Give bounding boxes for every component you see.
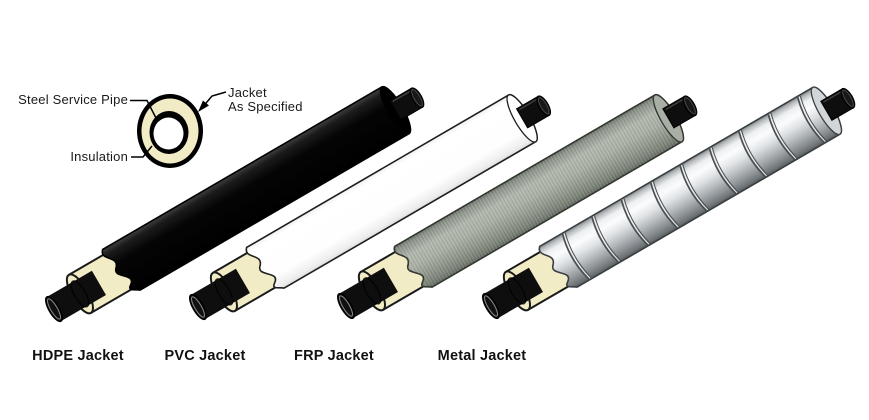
- steel-pipe-body: [190, 268, 250, 320]
- pipe-hdpe: [44, 85, 425, 323]
- steel-stub-sheen: [392, 90, 412, 103]
- insulation-bore-rim: [70, 280, 90, 308]
- leader-jacket-arrowhead: [198, 100, 209, 112]
- metal-seam-highlight: [798, 96, 826, 142]
- metal-seam: [649, 182, 678, 229]
- steel-stub-rim: [684, 97, 696, 115]
- steel-stub-sheen: [518, 98, 538, 111]
- cross-section-bore: [153, 117, 184, 150]
- leader-steel-service-pipe: [130, 99, 158, 121]
- metal-seam: [620, 199, 649, 246]
- pipe-frp: [336, 93, 698, 320]
- steel-pipe-end-face: [336, 292, 356, 320]
- insulation-bore-rim: [507, 277, 527, 305]
- pipe-pvc: [188, 93, 552, 321]
- metal-seam-highlight: [739, 130, 767, 177]
- metal-seam-highlight: [592, 216, 620, 262]
- steel-pipe-rim: [339, 295, 353, 317]
- steel-pipe-body: [46, 270, 106, 322]
- metal-seam: [708, 148, 737, 195]
- metal-seam: [564, 232, 592, 279]
- steel-stub-rim: [411, 89, 423, 107]
- steel-stub-end-face: [409, 87, 425, 109]
- metal-seam: [679, 165, 707, 212]
- caption-metal-jacket: Metal Jacket: [438, 348, 527, 364]
- caption-frp-jacket: FRP Jacket: [294, 348, 374, 364]
- caption-hdpe-jacket: HDPE Jacket: [32, 348, 124, 364]
- metal-seam: [796, 97, 825, 143]
- metal-seam-highlight: [563, 233, 591, 279]
- label-jacket-line2: As Specified: [228, 99, 303, 114]
- metal-seam: [711, 147, 739, 193]
- steel-pipe-end-face: [481, 292, 501, 320]
- label-jacket-line1: Jacket: [228, 85, 267, 100]
- label-steel-service-pipe: Steel Service Pipe: [18, 92, 128, 107]
- steel-stub-rim: [842, 89, 854, 107]
- metal-seam: [591, 216, 619, 263]
- metal-seam: [561, 234, 590, 280]
- steel-stub-end-face: [536, 95, 552, 117]
- steel-stub-sheen: [665, 98, 685, 111]
- leader-lines: [130, 91, 227, 158]
- caption-pvc-jacket: PVC Jacket: [165, 348, 246, 364]
- frp-texture: [394, 94, 684, 288]
- steel-stub-end-face: [682, 95, 698, 117]
- pipe-metal: [481, 86, 856, 320]
- metal-seam: [767, 114, 796, 161]
- metal-seam-highlight: [681, 164, 709, 211]
- cross-section: [137, 94, 203, 168]
- steel-pipe-end-face: [188, 293, 208, 321]
- metal-seam: [741, 129, 769, 176]
- metal-seam: [623, 198, 651, 244]
- metal-seam-highlight: [710, 147, 738, 194]
- steel-pipe-rim: [47, 298, 61, 320]
- steel-pipe-body: [338, 267, 398, 319]
- label-insulation: Insulation: [70, 149, 128, 164]
- metal-seam: [799, 95, 827, 142]
- metal-seam: [738, 131, 766, 178]
- metal-seam: [770, 112, 798, 159]
- steel-pipe-rim: [191, 296, 205, 318]
- metal-seam-highlight: [651, 182, 679, 228]
- metal-seam: [594, 215, 622, 261]
- insulation-bore-rim: [214, 278, 234, 306]
- steel-stub-sheen: [823, 90, 843, 103]
- metal-seam: [652, 181, 680, 227]
- steel-stub-rim: [538, 97, 550, 115]
- metal-seam-highlight: [769, 113, 797, 159]
- steel-pipe-body: [483, 267, 543, 319]
- insulation-bore-rim: [362, 277, 382, 305]
- leader-insulation: [131, 145, 153, 158]
- steel-pipe-rim: [484, 295, 498, 317]
- steel-pipe-end-face: [44, 295, 64, 323]
- metal-seam-highlight: [622, 199, 650, 245]
- metal-seam: [682, 164, 710, 210]
